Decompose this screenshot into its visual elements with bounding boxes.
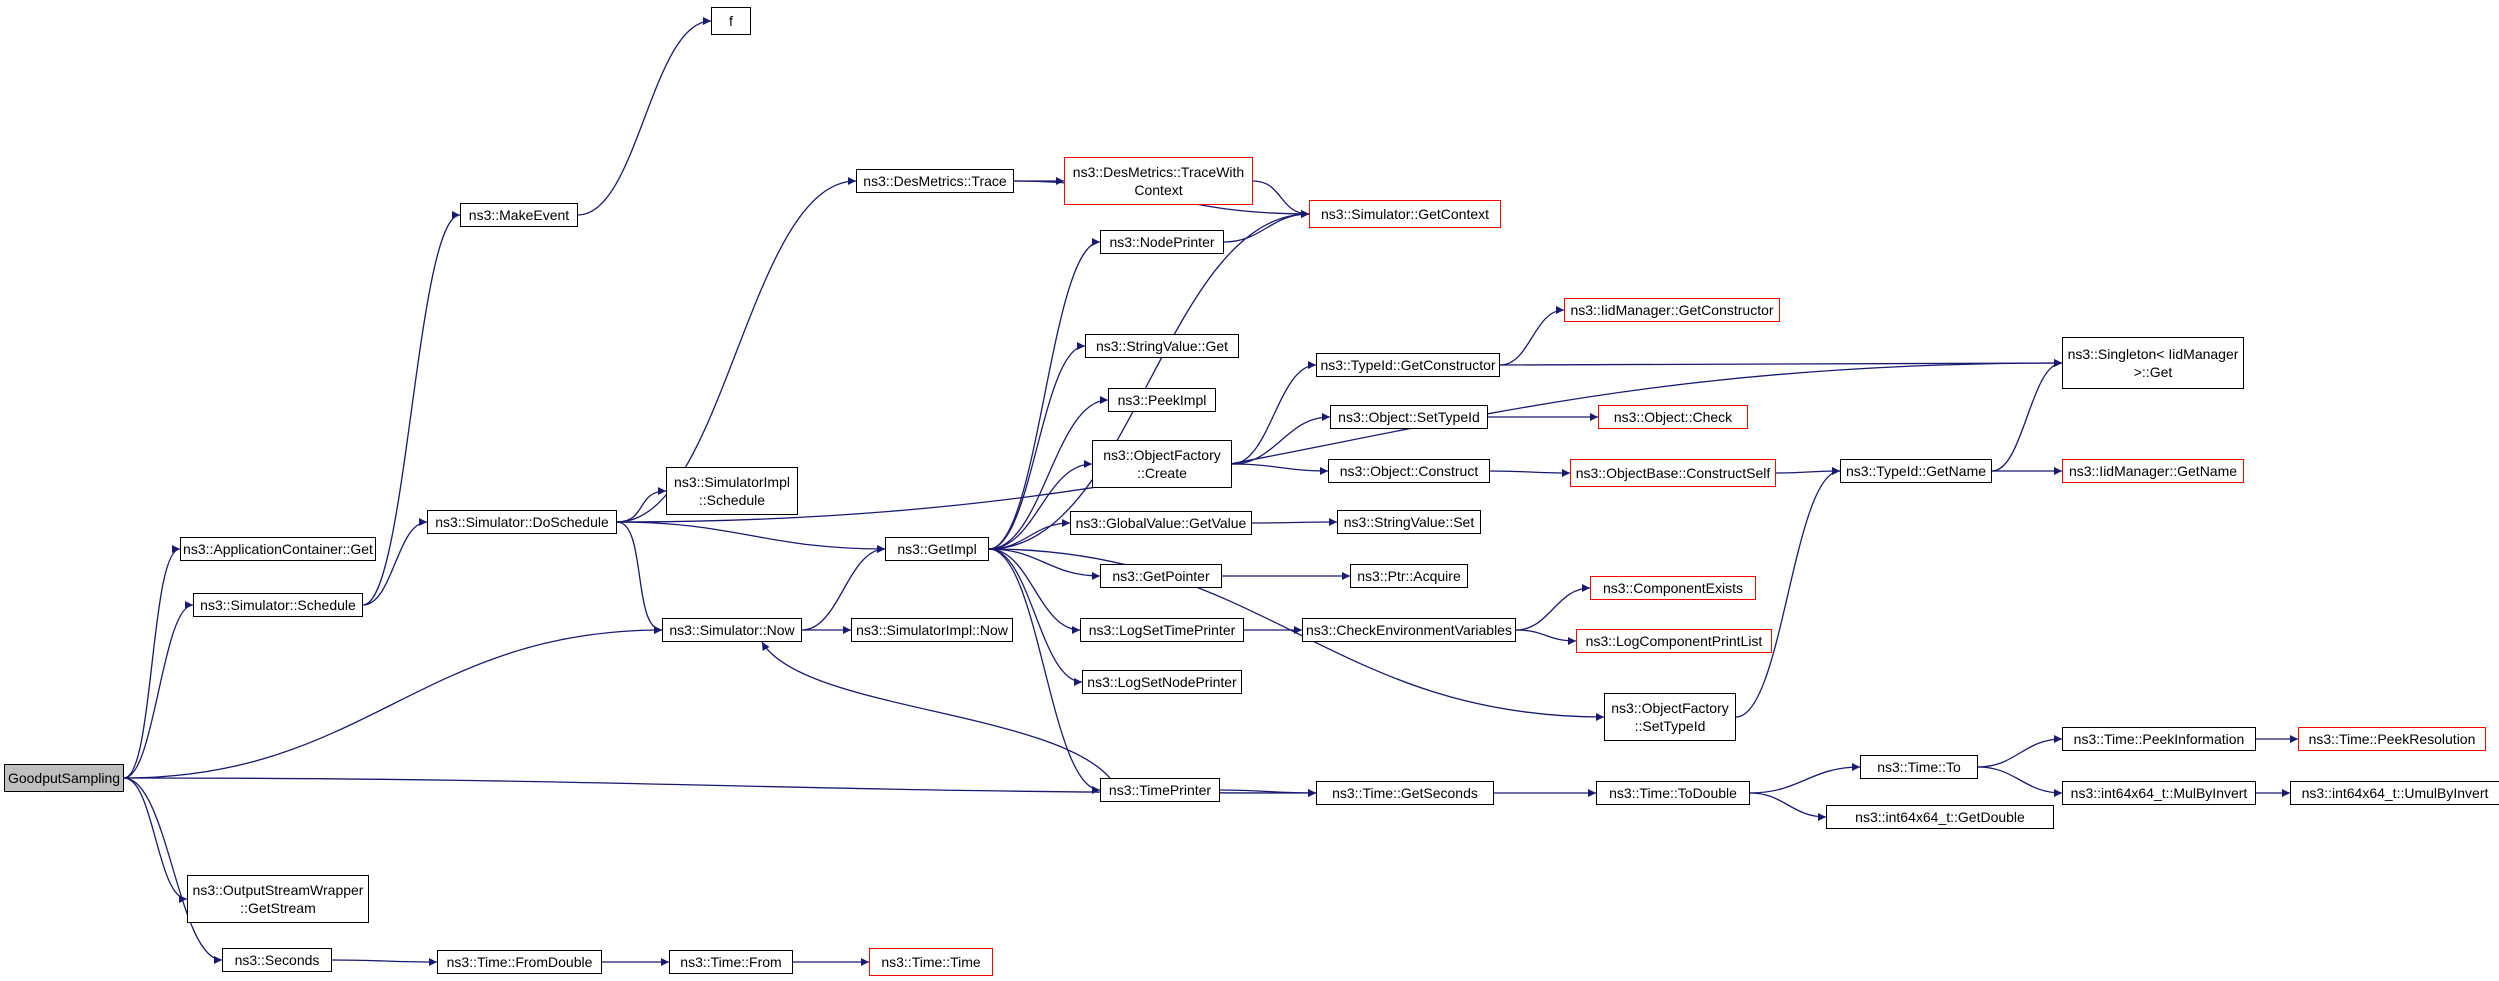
graph-node-gvgetvalue[interactable]: ns3::GlobalValue::GetValue [1070,511,1252,535]
graph-edge-getimpl-to-peekimpl [988,396,1109,550]
graph-edge-goodput-to-appget [123,545,181,779]
graph-node-getpointer[interactable]: ns3::GetPointer [1100,564,1222,588]
graph-edge-todouble-to-timeto [1749,763,1861,794]
graph-node-ptracquire[interactable]: ns3::Ptr::Acquire [1350,564,1468,588]
graph-node-fromdouble[interactable]: ns3::Time::FromDouble [437,950,602,974]
graph-edge-doschedule-to-destrace [616,177,857,523]
graph-node-peekimpl[interactable]: ns3::PeekImpl [1108,388,1216,412]
graph-edge-schedule-to-makeevent [362,211,461,606]
graph-node-from[interactable]: ns3::Time::From [669,950,793,974]
graph-node-iidgetctor[interactable]: ns3::IidManager::GetConstructor [1564,298,1780,322]
graph-edge-now-to-getimpl [801,545,886,631]
graph-edge-timeprinter-to-getseconds [1219,788,1317,797]
graph-node-stringget[interactable]: ns3::StringValue::Get [1085,334,1239,358]
graph-node-now[interactable]: ns3::Simulator::Now [662,618,802,642]
graph-edge-getimpl-to-getcontext [988,210,1310,550]
graph-node-nodeprinter[interactable]: ns3::NodePrinter [1100,230,1224,254]
graph-node-ofsettid[interactable]: ns3::ObjectFactory ::SetTypeId [1604,693,1736,741]
graph-edge-timeto-to-mulbyinvert [1977,766,2063,797]
graph-edge-ofcreate-to-tidgetctor [1231,361,1317,465]
graph-node-todouble[interactable]: ns3::Time::ToDouble [1596,781,1750,805]
graph-node-checkenv[interactable]: ns3::CheckEnvironmentVariables [1302,618,1516,642]
graph-edge-nodeprinter-to-getcontext [1223,210,1310,243]
graph-node-destrace[interactable]: ns3::DesMetrics::Trace [856,169,1014,193]
graph-edge-constructself-to-tidgetname [1775,467,1841,476]
graph-edge-schedule-to-doschedule [362,518,428,606]
graph-edge-getimpl-to-ofcreate [988,460,1093,550]
graph-node-timeprinter[interactable]: ns3::TimePrinter [1100,778,1220,802]
graph-edge-doschedule-to-simimplsched [616,487,667,523]
graph-edge-getimpl-to-nodeprinter [988,238,1101,550]
graph-node-schedule[interactable]: ns3::Simulator::Schedule [193,593,363,617]
graph-edge-timeto-to-peekinfo [1977,735,2063,768]
graph-edge-timeprinter-to-now [761,641,1111,779]
graph-node-compexists[interactable]: ns3::ComponentExists [1590,576,1756,600]
graph-edge-objconstruct-to-constructself [1489,468,1571,477]
graph-node-ofcreate[interactable]: ns3::ObjectFactory ::Create [1092,440,1232,488]
graph-node-doschedule[interactable]: ns3::Simulator::DoSchedule [427,510,617,534]
graph-node-timetime[interactable]: ns3::Time::Time [869,948,993,976]
graph-node-logsetnode[interactable]: ns3::LogSetNodePrinter [1082,670,1242,694]
graph-node-logcomplist[interactable]: ns3::LogComponentPrintList [1576,629,1772,653]
graph-node-getimpl[interactable]: ns3::GetImpl [885,537,989,561]
graph-node-tidgetctor[interactable]: ns3::TypeId::GetConstructor [1316,353,1500,377]
graph-edge-goodput-to-schedule [123,601,194,779]
graph-edge-seconds-to-fromdouble [331,957,438,966]
graph-node-objcheck[interactable]: ns3::Object::Check [1598,405,1748,429]
graph-edge-tidgetctor-to-iidgetctor [1499,306,1565,366]
graph-edge-tidgetname-to-singletonget [1991,359,2063,472]
graph-node-int64getdouble[interactable]: ns3::int64x64_t::GetDouble [1826,805,2054,829]
graph-edge-goodput-to-outget [123,777,188,903]
graph-node-tidgetname[interactable]: ns3::TypeId::GetName [1840,459,1992,483]
graph-node-logsettime[interactable]: ns3::LogSetTimePrinter [1080,618,1244,642]
graph-node-appget[interactable]: ns3::ApplicationContainer::Get [180,537,376,561]
graph-edge-doschedule-to-now [616,521,663,634]
graph-edge-getimpl-to-gvgetvalue [988,519,1071,550]
graph-node-stringset[interactable]: ns3::StringValue::Set [1337,510,1481,534]
graph-edge-ofcreate-to-objsettid [1231,413,1331,465]
graph-edge-tidgetctor-to-singletonget [1499,359,2063,368]
graph-edge-makeevent-to-f [577,17,712,216]
graph-edge-todouble-to-int64getdouble [1749,792,1827,821]
graph-node-getseconds[interactable]: ns3::Time::GetSeconds [1316,781,1494,805]
graph-node-objsettid[interactable]: ns3::Object::SetTypeId [1330,405,1488,429]
graph-node-makeevent[interactable]: ns3::MakeEvent [460,203,578,227]
graph-node-seconds[interactable]: ns3::Seconds [222,948,332,972]
graph-edge-gvgetvalue-to-stringset [1251,518,1338,527]
graph-node-timeto[interactable]: ns3::Time::To [1860,755,1978,779]
graph-edge-checkenv-to-compexists [1515,584,1591,631]
graph-node-iidgetname[interactable]: ns3::IidManager::GetName [2062,459,2244,483]
graph-node-getcontext[interactable]: ns3::Simulator::GetContext [1309,200,1501,228]
graph-edge-ofsettid-to-tidgetname [1735,467,1841,718]
graph-edge-checkenv-to-logcomplist [1515,629,1577,645]
graph-node-f[interactable]: f [711,7,751,35]
graph-node-destracectx[interactable]: ns3::DesMetrics::TraceWith Context [1064,157,1253,205]
graph-edge-goodput-to-now [123,626,663,779]
graph-edge-getimpl-to-timeprinter [988,548,1101,794]
graph-edge-doschedule-to-getimpl [616,521,886,553]
graph-node-singletonget[interactable]: ns3::Singleton< IidManager >::Get [2062,337,2244,389]
graph-node-simimplsched[interactable]: ns3::SimulatorImpl ::Schedule [666,467,798,515]
graph-node-objconstruct[interactable]: ns3::Object::Construct [1328,459,1490,483]
graph-edge-ofcreate-to-objconstruct [1231,463,1329,475]
graph-edge-getimpl-to-logsettime [988,548,1081,634]
graph-node-peekres[interactable]: ns3::Time::PeekResolution [2298,727,2486,751]
graph-node-umulbyinvert[interactable]: ns3::int64x64_t::UmulByInvert [2290,781,2499,805]
graph-node-constructself[interactable]: ns3::ObjectBase::ConstructSelf [1570,459,1776,487]
graph-edge-getimpl-to-stringget [988,342,1086,550]
graph-edge-getimpl-to-getpointer [988,548,1101,580]
graph-node-simimplnow[interactable]: ns3::SimulatorImpl::Now [851,618,1013,642]
graph-node-outget[interactable]: ns3::OutputStreamWrapper ::GetStream [187,875,369,923]
graph-edge-goodput-to-seconds [123,777,223,964]
graph-node-mulbyinvert[interactable]: ns3::int64x64_t::MulByInvert [2062,781,2256,805]
graph-node-goodput[interactable]: GoodputSampling [4,764,124,792]
graph-edge-doschedule-to-singletonget [616,359,2063,523]
graph-node-peekinfo[interactable]: ns3::Time::PeekInformation [2062,727,2256,751]
graph-edge-destracectx-to-getcontext [1252,180,1310,218]
graph-edge-getimpl-to-logsetnode [988,548,1083,686]
